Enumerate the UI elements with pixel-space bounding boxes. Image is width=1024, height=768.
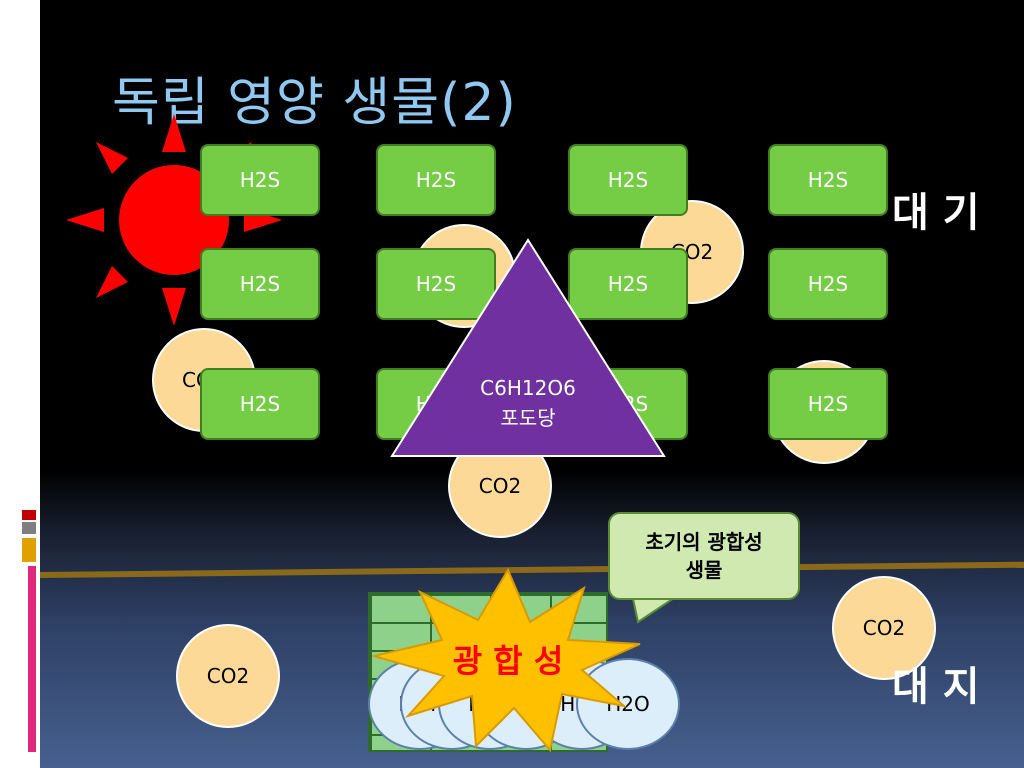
glucose-triangle [390, 238, 666, 457]
callout-line-2: 생물 [685, 558, 723, 582]
co2-circle: CO2 [176, 624, 280, 728]
h2s-box: H2S [376, 248, 496, 320]
left-accent-bar-4 [28, 566, 36, 752]
co2-label: CO2 [862, 616, 906, 640]
h2s-label: H2S [239, 392, 281, 416]
callout-line-1: 초기의 광합성 [645, 530, 763, 554]
h2s-label: H2S [239, 168, 281, 192]
h2s-box: H2S [768, 248, 888, 320]
h2s-box: H2S [200, 248, 320, 320]
h2s-label: H2S [415, 272, 457, 296]
co2-label: CO2 [478, 474, 522, 498]
h2s-box: H2S [200, 144, 320, 216]
h2s-box: H2S [568, 248, 688, 320]
photosynthesis-label: 광 합 성 [452, 642, 564, 680]
h2o-ellipse: H2O [576, 658, 680, 750]
left-accent-bar-3 [22, 538, 36, 562]
h2s-label: H2S [807, 272, 849, 296]
co2-circle: CO2 [832, 576, 936, 680]
photosynthesis-burst [372, 567, 641, 752]
h2s-box: H2S [376, 144, 496, 216]
glucose-name: 포도당 [500, 406, 556, 430]
co2-label: CO2 [206, 664, 250, 688]
h2s-label: H2S [607, 168, 649, 192]
slide-title: 독립 영양 생물(2) [112, 73, 517, 133]
h2s-box: H2S [200, 368, 320, 440]
early-photosynthesis-callout: 초기의 광합성 생물 [608, 512, 800, 600]
h2s-box: H2S [768, 144, 888, 216]
h2s-label: H2S [239, 272, 281, 296]
h2s-box: H2S [568, 144, 688, 216]
h2s-label: H2S [415, 168, 457, 192]
h2s-box: H2S [768, 368, 888, 440]
left-accent-bar-2 [22, 522, 36, 534]
h2s-label: H2S [607, 272, 649, 296]
h2s-label: H2S [807, 392, 849, 416]
left-accent-bar-1 [22, 510, 36, 520]
glucose-formula: C6H12O6 [480, 376, 576, 400]
h2s-label: H2S [807, 168, 849, 192]
atmosphere-label: 대 기 [892, 190, 980, 236]
land-label: 대 지 [892, 664, 980, 710]
